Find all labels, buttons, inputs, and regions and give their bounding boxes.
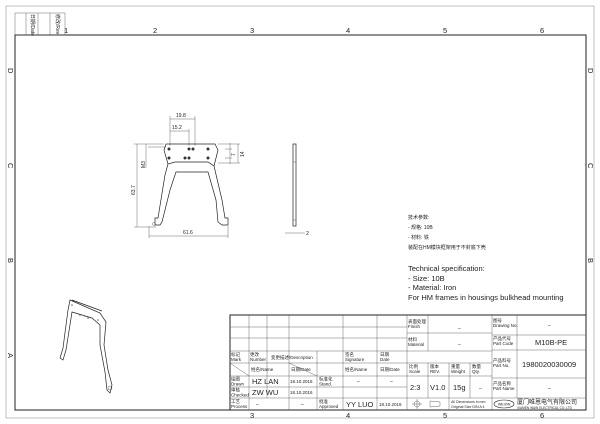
dim-2: 2 (306, 231, 309, 237)
note-en-3: For HM frames in housings bulkhead mount… (408, 293, 564, 302)
tb-weight-value: 15g (453, 383, 466, 392)
tb-part-no-value: 1980020030009 (522, 360, 576, 369)
tb-finish-value: – (458, 326, 461, 332)
front-view: 19.8 15.2 63.7 M3 7 14 61.6 (131, 113, 246, 238)
rev-label: 修改/Rev (54, 14, 61, 35)
tb-rev-value: V1.0 (430, 383, 445, 392)
zone-col-5: 5 (443, 26, 447, 35)
tb-approved-date: 18.10.2016 (379, 402, 402, 407)
tb-dims-note: All Dimensions in mm (451, 400, 486, 404)
tb-drawn-label: 绘图 Drawn (231, 376, 245, 387)
tb-weight-label: 重量 Weight (451, 363, 466, 374)
tb-scale-value: 2:3 (410, 383, 420, 392)
tb-drawn-date: 18.10.2016 (290, 379, 313, 384)
dim-61-6: 61.6 (183, 230, 193, 236)
tb-finish-label: 表面处理 Finish (408, 318, 427, 329)
tb-qty-value: – (479, 386, 482, 392)
tb-qty-label: 数量 Qty. (472, 363, 482, 374)
zone-col-6-bottom: 6 (540, 411, 544, 420)
zone-row-d: D (6, 68, 15, 74)
tb-part-name-label: 产品名称 Part Name (493, 380, 515, 391)
zone-col-4-bottom: 4 (346, 411, 350, 420)
zone-col-4: 4 (346, 26, 350, 35)
company-logo-text: WEIXIN (498, 402, 511, 406)
tb-part-name-value: – (548, 386, 551, 392)
tb-company-cn: 厦门唯恩电气有限公司 (517, 398, 577, 406)
tb-drawing-no-value: – (548, 323, 551, 329)
tb-stand-date: – (390, 379, 393, 385)
dim-15-2: 15.2 (172, 125, 182, 131)
tb-drawn-name: HZ LAN (252, 377, 279, 386)
tb-process-date: – (301, 402, 304, 408)
tb-checked-date: 18.10.2016 (290, 390, 313, 395)
note-cn-0: 技术参数: (408, 214, 429, 221)
tb-mark: 标记 Mark (231, 351, 242, 362)
note-en-0: Technical specification: (408, 264, 485, 273)
zone-markers: 1 2 3 4 5 6 3 4 5 6 D C B A D C B (6, 26, 595, 420)
tb-company-en: XIAMEN WAIN ELECTRICAL CO.,LTD (517, 406, 573, 410)
tb-number: 更改 Number (250, 351, 267, 362)
tb-rev-label: 版本 REV. (430, 363, 440, 374)
zone-row-c: C (6, 163, 15, 169)
isometric-view (59, 299, 113, 394)
dim-m3: M3 (141, 161, 147, 168)
tb-date: 日期 Date (380, 352, 390, 362)
tb-approved-name: YY LUO (346, 400, 374, 409)
tb-name-header-2: 姓名/Name (345, 366, 368, 373)
zone-row-a: A (6, 353, 15, 358)
tb-description: 变更描述/Description (271, 354, 313, 361)
dim-14: 14 (240, 151, 246, 157)
rev-date-label: 日期/Date (29, 14, 35, 36)
outer-frame (5, 5, 595, 419)
dim-63-7: 63.7 (131, 185, 137, 195)
tb-checked-name: ZW WU (252, 388, 278, 397)
tb-name-header: 姓名/Name (251, 366, 274, 373)
tb-date-header-2: 日期/Date (380, 367, 400, 373)
note-cn-3: 装配在HM模块框架用于不封底下壳 (408, 244, 486, 251)
zone-col-5-bottom: 5 (443, 411, 447, 420)
technical-notes: 技术参数: - 规格: 10B - 材料: 铁 装配在HM模块框架用于不封底下壳… (408, 214, 564, 302)
zone-row-b: B (6, 258, 15, 263)
dim-7: 7 (231, 153, 237, 156)
tb-stand-label: 标准化 Stand. (319, 376, 334, 387)
tb-checked-label: 审核 Checked (231, 387, 249, 398)
side-view: 2 (285, 143, 309, 237)
tb-approved-label: 批准 Approved (319, 398, 339, 409)
tb-orig-size: Original Size DIN A 4 (451, 405, 485, 409)
tb-scale-label: 比例 Scale (409, 363, 421, 374)
tb-material-label: 材料 Material (408, 336, 424, 347)
tb-material-value: – (458, 342, 461, 348)
projection-symbol-icon (412, 399, 441, 409)
tb-part-code-label: 产品代号 Part Code (493, 335, 514, 346)
tb-signature: 签名 Signature (345, 351, 365, 362)
zone-col-3-bottom: 3 (250, 411, 254, 420)
note-en-1: - Size: 10B (408, 274, 445, 283)
tb-part-no-label: 产品料号 Part No. (493, 357, 512, 368)
tb-date-header: 日期/Date (291, 367, 311, 373)
zone-col-6: 6 (540, 26, 544, 35)
zone-col-3: 3 (250, 26, 254, 35)
tb-process-label: 工艺 Process (231, 399, 248, 409)
zone-row-d-right: D (586, 68, 595, 74)
revision-header: 日期/Date 修改/Rev (14, 12, 66, 36)
zone-row-b-right: B (586, 258, 595, 263)
inner-border (14, 34, 587, 411)
tb-part-code-value: M10B-PE (535, 338, 567, 347)
note-cn-1: - 规格: 10B (408, 224, 433, 231)
title-block: 标记 Mark 更改 Number 变更描述/Description 签名 Si… (229, 314, 587, 411)
company-logo: WEIXIN (493, 399, 515, 409)
note-cn-2: - 材料: 铁 (408, 234, 429, 241)
zone-col-1: 1 (64, 26, 68, 35)
dim-19-8: 19.8 (176, 113, 186, 119)
note-en-2: - Material: Iron (408, 283, 456, 292)
tb-process-name: – (256, 402, 259, 408)
tb-stand-name: – (357, 379, 360, 385)
zone-col-2: 2 (153, 26, 157, 35)
tb-drawing-no-label: 图号 Drawing No. (493, 318, 518, 328)
zone-row-c-right: C (586, 163, 595, 169)
